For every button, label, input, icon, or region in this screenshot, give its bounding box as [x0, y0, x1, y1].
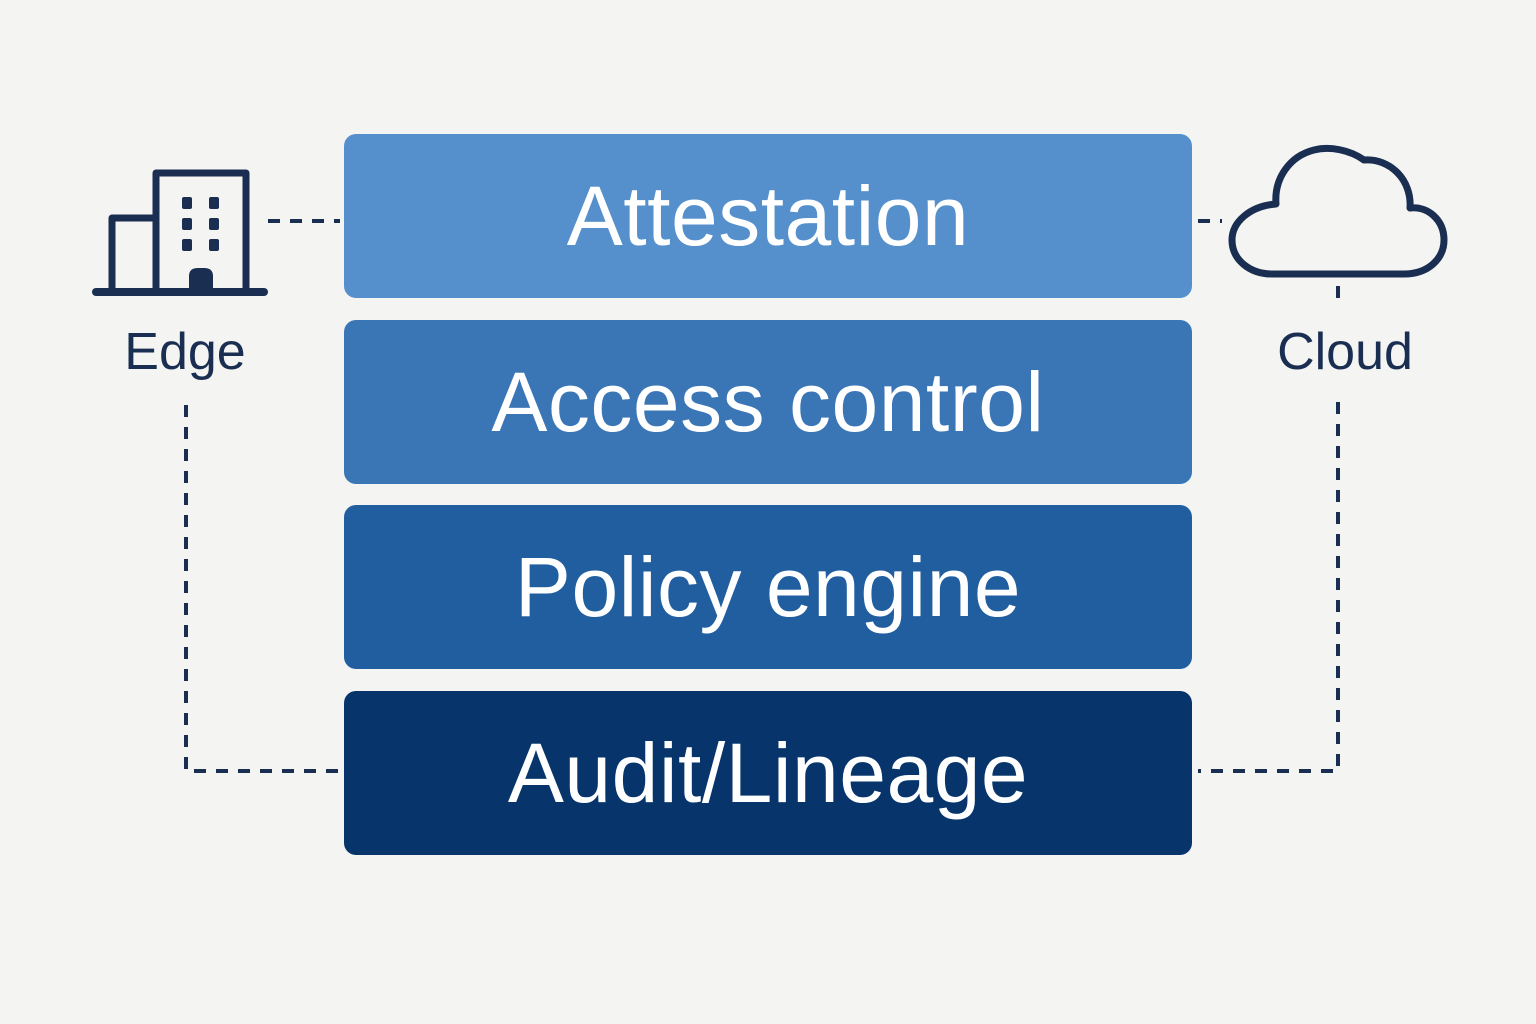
- layer-access-control: Access control: [344, 320, 1192, 484]
- cloud-icon: [1228, 144, 1448, 278]
- edge-to-audit-connector: [184, 405, 340, 773]
- cloud-to-audit-connector: [1198, 402, 1340, 773]
- edge-label: Edge: [124, 323, 246, 381]
- layer-attestation: Attestation: [344, 134, 1192, 298]
- cloud-label: Cloud: [1277, 323, 1413, 381]
- layer-audit-lineage: Audit/Lineage: [344, 691, 1192, 855]
- building-icon: [92, 169, 268, 296]
- layer-policy-engine: Policy engine: [344, 505, 1192, 669]
